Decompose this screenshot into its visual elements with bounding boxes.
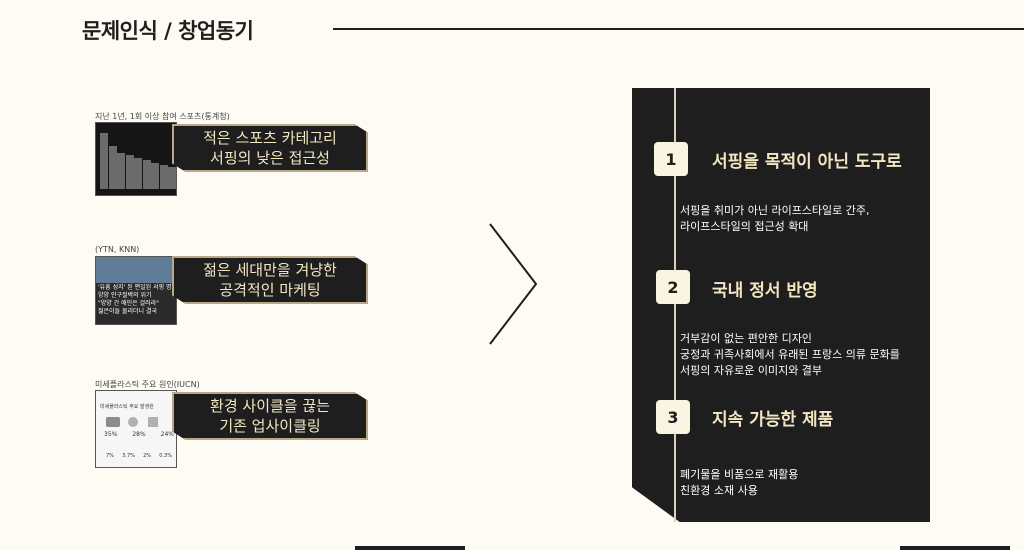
news-line: '유흥 성지' 된 편일된 서핑 명 bbox=[98, 284, 172, 291]
thumbnail-bar bbox=[125, 155, 134, 189]
news-line: 젊은이들 몰리더니 결국 bbox=[98, 308, 158, 315]
infographic-value: 35% bbox=[104, 431, 118, 438]
decorative-stroke bbox=[355, 546, 465, 550]
solution-number-1: 1 bbox=[654, 142, 688, 176]
solution-number-2: 2 bbox=[656, 270, 690, 304]
thumbnail-bar bbox=[151, 162, 159, 189]
city-icon bbox=[148, 417, 158, 427]
solution-number-3: 3 bbox=[656, 400, 690, 434]
page-title: 문제인식 / 창업동기 bbox=[82, 19, 254, 43]
infographic-value: 28% bbox=[132, 431, 146, 438]
thumbnail-bar bbox=[100, 133, 108, 189]
infographic-value: 2% bbox=[143, 453, 152, 459]
title-divider bbox=[333, 28, 1024, 30]
infographic-value: 3.7% bbox=[122, 453, 135, 459]
tire-icon bbox=[128, 417, 138, 427]
decorative-stroke bbox=[900, 546, 1010, 550]
thumbnail-bar bbox=[134, 157, 142, 189]
news-line: 양양 인구절벽의 위기 bbox=[98, 292, 152, 299]
thumbnail-bar bbox=[168, 166, 176, 189]
sports-bar-chart-thumbnail bbox=[95, 122, 177, 196]
solution-desc-1: 서핑을 취미가 아닌 라이프스타일로 간주, 라이프스타일의 접근성 확대 bbox=[680, 204, 870, 233]
infographic-value: 0.3% bbox=[159, 453, 172, 459]
infographic-value: 24% bbox=[160, 431, 174, 438]
problem-box-sports: 적은 스포츠 카테고리 서핑의 낮은 접근성 bbox=[172, 124, 368, 172]
caption-news-source: (YTN, KNN) bbox=[95, 245, 140, 254]
problem-box-upcycling: 환경 사이클을 끊는 기존 업사이클링 bbox=[172, 392, 368, 440]
caption-microplastic: 미세플라스틱 주요 원인(IUCN) bbox=[95, 380, 200, 389]
news-photo bbox=[96, 257, 176, 283]
solution-heading-2: 국내 정서 반영 bbox=[712, 281, 818, 301]
solution-desc-2: 거부감이 없는 편안한 디자인 궁정과 귀족사회에서 유래된 프랑스 의류 문화… bbox=[680, 332, 900, 377]
thumbnail-bar bbox=[159, 164, 168, 189]
infographic-title: 미세플라스틱 주요 발생원 bbox=[100, 404, 154, 410]
thumbnail-bar bbox=[117, 153, 125, 189]
caption-sports-stats: 지난 1년, 1회 이상 참여 스포츠(통계청) bbox=[95, 112, 230, 121]
thumbnail-bar bbox=[142, 160, 151, 189]
shirt-icon bbox=[106, 417, 120, 427]
problem-box-marketing: 젊은 세대만을 겨냥한 공격적인 마케팅 bbox=[172, 256, 368, 304]
thumbnail-bar bbox=[108, 146, 117, 189]
chevron-right-icon bbox=[489, 223, 538, 345]
news-thumbnail: '유흥 성지' 된 편일된 서핑 명 양양 인구절벽의 위기 "양양 간 애인은… bbox=[95, 256, 177, 325]
microplastic-infographic-thumbnail: 미세플라스틱 주요 발생원 35% 28% 24% 7% 3.7% 2% 0.3… bbox=[95, 390, 177, 468]
panel-divider-line bbox=[674, 88, 676, 522]
news-line: "양양 간 애인은 걸러라" bbox=[98, 300, 159, 307]
solution-heading-3: 지속 가능한 제품 bbox=[712, 410, 834, 430]
solution-desc-3: 폐기물을 비품으로 재활용 친환경 소재 사용 bbox=[680, 468, 799, 497]
infographic-value: 7% bbox=[106, 453, 114, 459]
solution-heading-1: 서핑을 목적이 아닌 도구로 bbox=[712, 152, 902, 172]
